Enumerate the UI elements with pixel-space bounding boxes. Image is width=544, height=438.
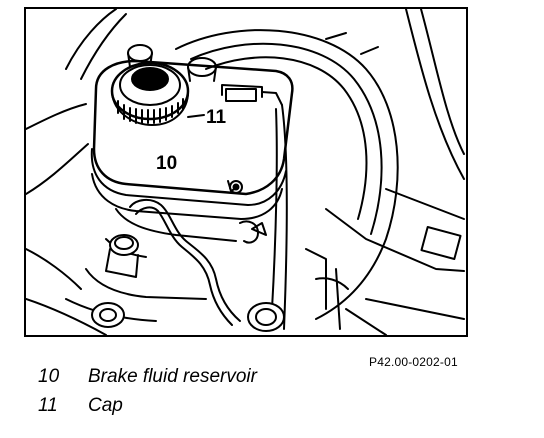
brake-reservoir-drawing: 11 10 bbox=[26, 9, 465, 335]
brake-booster bbox=[175, 29, 399, 320]
master-cylinder bbox=[65, 208, 285, 332]
legend-label: Cap bbox=[88, 395, 123, 416]
side-panel bbox=[325, 9, 465, 335]
legend-item-cap: 11 Cap bbox=[38, 395, 123, 417]
legend-item-reservoir: 10 Brake fluid reservoir bbox=[38, 366, 257, 388]
callout-10: 10 bbox=[156, 153, 177, 174]
reservoir-cap bbox=[110, 61, 190, 126]
brake-fluid-reservoir bbox=[90, 44, 294, 330]
reference-code: P42.00-0202-01 bbox=[369, 355, 458, 369]
legend-number: 10 bbox=[38, 366, 60, 387]
legend-label: Brake fluid reservoir bbox=[88, 366, 257, 387]
illustration-frame: 11 10 bbox=[24, 7, 468, 337]
callout-11-leader bbox=[187, 114, 205, 118]
callout-11: 11 bbox=[206, 107, 227, 128]
background-structure bbox=[26, 9, 127, 335]
legend-number: 11 bbox=[38, 395, 58, 416]
brake-lines bbox=[129, 199, 349, 330]
